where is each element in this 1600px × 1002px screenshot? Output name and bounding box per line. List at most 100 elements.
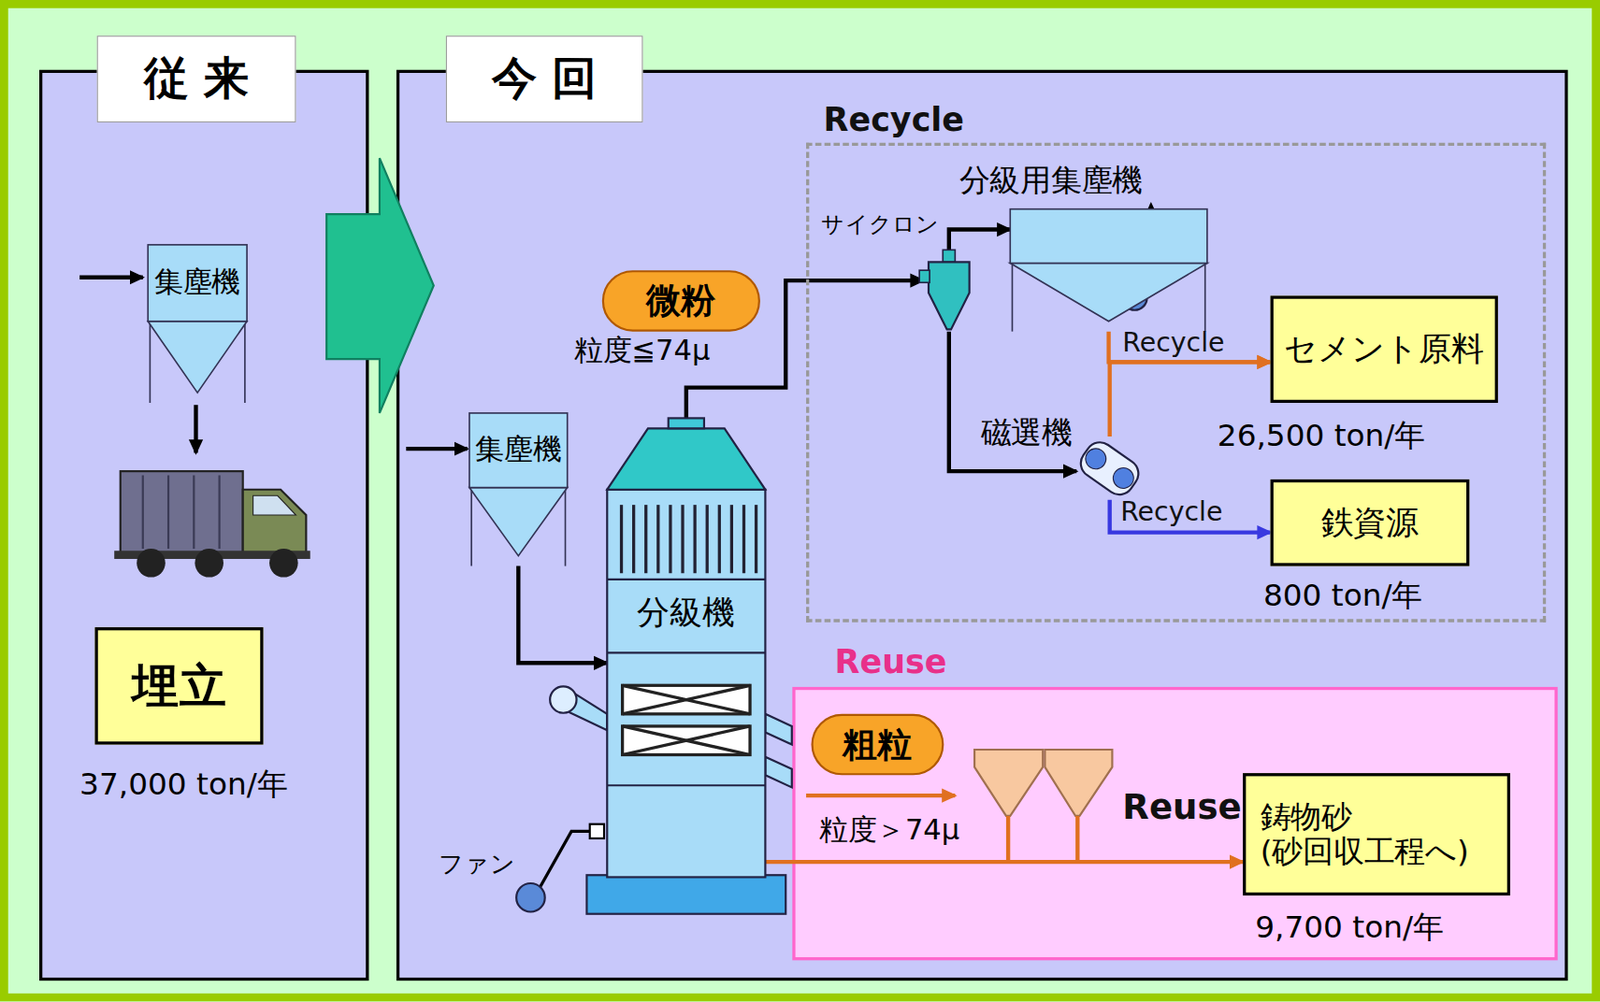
node-label: 微粉 [604, 272, 759, 330]
output-box: 埋立 [94, 627, 263, 745]
cyclone-inlet [919, 270, 930, 283]
tower-slat [656, 504, 660, 574]
coarse-flow-arrow [806, 793, 955, 798]
collector-hopper [469, 488, 568, 557]
node-label: セメント原料 [1273, 299, 1496, 401]
classifier-tower: 分級機 [606, 418, 765, 878]
truck-wheel [269, 548, 299, 578]
tower-divider [606, 784, 765, 787]
tower-slat [754, 504, 758, 574]
label-holder: 粒度＞74μ [819, 814, 960, 848]
truck-wheel [136, 548, 166, 578]
node-label: Recycle [823, 99, 965, 141]
truck-slat [142, 475, 145, 549]
inflow-arrow [79, 275, 144, 280]
panel-ground [398, 71, 1567, 980]
amount-label: 粒度≦74μ [574, 334, 710, 368]
dust-collector-shape [1009, 209, 1208, 332]
cyclone: サイクロン [923, 249, 976, 332]
separator-belt [1075, 436, 1144, 501]
flow-connector [949, 331, 1077, 472]
filter-cross [622, 726, 750, 756]
panel-ground [41, 71, 368, 980]
fan-symbol [516, 883, 546, 913]
hopper-stem [1075, 816, 1080, 863]
tower-slat [644, 504, 648, 574]
amount-label: 800 ton/年 [1263, 578, 1423, 615]
tower-cone [606, 428, 765, 490]
collector-body [469, 413, 568, 489]
truck-slat [167, 475, 170, 549]
tower-base [586, 875, 786, 914]
node-label: 従 来 [97, 35, 297, 123]
label-holder: 37,000 ton/年 [79, 767, 288, 804]
edge-label-holder: Recycle [1120, 496, 1223, 528]
output-box: 鋳物砂 (砂回収工程へ) [1242, 773, 1511, 896]
tower-divider [606, 651, 765, 654]
collector-leg [244, 321, 246, 404]
filter-panel [622, 726, 750, 756]
dust-collector: 集塵機 [147, 245, 247, 404]
tower-divider [606, 578, 765, 581]
amount-label: 26,500 ton/年 [1217, 418, 1426, 454]
collector-leg [564, 488, 567, 567]
classifier-tower-shape [606, 418, 765, 878]
magnetic-separator: 磁選機 [1076, 436, 1143, 501]
hopper-stem [1006, 816, 1010, 863]
tower-slat [680, 504, 684, 574]
truck-slat [218, 475, 221, 549]
node-label: 粗粒 [813, 716, 942, 774]
filter-panel [622, 685, 750, 715]
cyclone-outlet [942, 249, 955, 262]
collector-leg [1204, 263, 1207, 332]
amount-label: 粒度＞74μ [819, 814, 960, 848]
valve [590, 824, 605, 839]
node-label: 集塵機 [469, 413, 568, 489]
collector-leg [149, 321, 152, 404]
flow-connector [764, 860, 1243, 865]
node-label: 分級用集塵機 [938, 159, 1164, 202]
transition-arrow [326, 158, 434, 414]
flow-connector [949, 230, 1010, 251]
node-label: 磁選機 [962, 414, 1073, 451]
fan-symbol [549, 686, 577, 713]
tower-slat [668, 504, 672, 574]
dust-collector: 分級用集塵機 [1009, 209, 1208, 332]
cyclone-body [928, 261, 970, 330]
label-holder: 26,500 ton/年 [1217, 418, 1426, 454]
tower-slat [692, 504, 696, 574]
node-label: 鋳物砂 (砂回収工程へ) [1245, 776, 1507, 893]
collector-hopper [147, 321, 247, 393]
tower-slat [718, 504, 721, 574]
collector-body [1009, 209, 1208, 264]
reuse-ground [793, 689, 1557, 960]
amount-label: ファン [438, 850, 516, 880]
truck-window [253, 495, 297, 516]
collector-leg [470, 488, 473, 567]
inflow-arrow [405, 446, 467, 451]
edge-label: Recycle [1122, 328, 1225, 360]
cyclone-shape [923, 249, 976, 332]
particle-tag: 粗粒 [811, 714, 945, 776]
separator-drum [1081, 445, 1110, 474]
tower-slat [742, 504, 746, 574]
separator-drum [1109, 463, 1138, 492]
collector-body [147, 245, 247, 322]
output-box: セメント原料 [1270, 295, 1499, 404]
outflow-arrow [193, 404, 198, 453]
node-label: Reuse [835, 641, 948, 683]
dump-truck [114, 471, 311, 577]
process-panel: 従 来集塵機埋立 [41, 71, 368, 980]
node-label: 集塵機 [147, 245, 247, 322]
tower-body [606, 490, 765, 879]
recycle-region: Recycleサイクロン分級用集塵機磁選機セメント原料鉄資源 [806, 143, 1546, 623]
discharge-chute [764, 714, 792, 746]
discharge-chute [764, 757, 792, 789]
edge-label-holder: Recycle [1122, 328, 1225, 360]
edge-label: Reuse [1122, 787, 1241, 828]
collector-leg [1011, 263, 1014, 332]
node-label: 今 回 [446, 35, 644, 123]
node-label: 分級機 [606, 586, 765, 638]
process-panel: 今 回微粉集塵機分級機Recycleサイクロン分級用集塵機磁選機セメント原料鉄資… [398, 71, 1567, 980]
